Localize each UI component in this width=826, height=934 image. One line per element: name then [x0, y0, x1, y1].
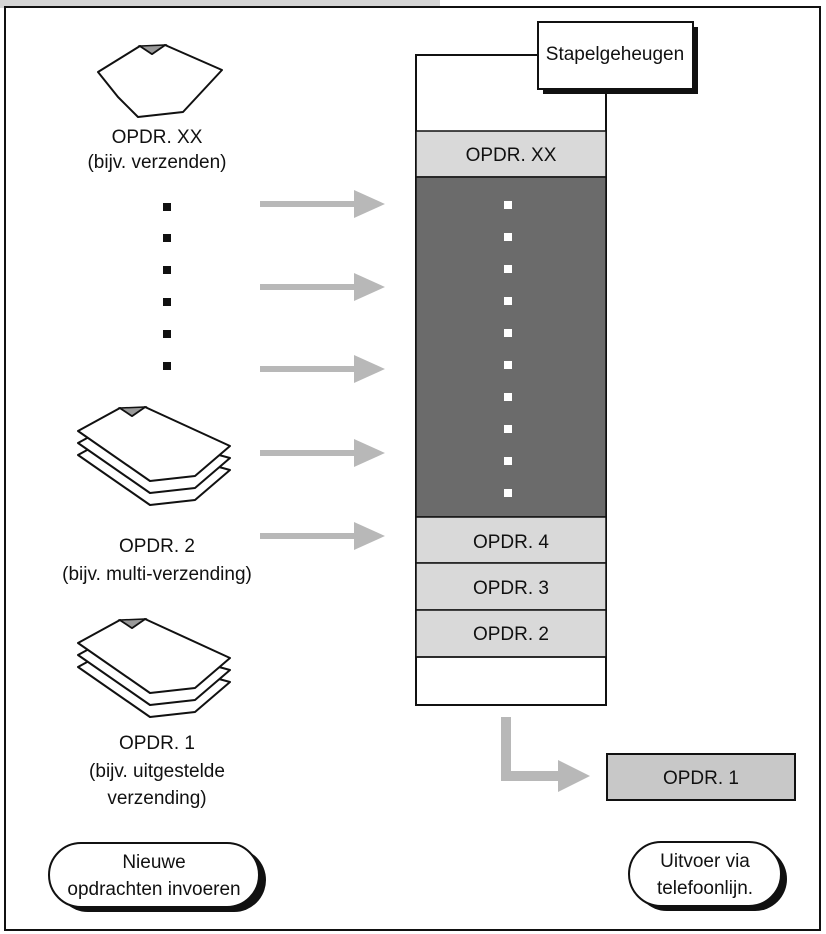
job-xx-name: OPDR. XX	[112, 127, 203, 148]
job-1-desc-line1: (bijv. uitgestelde	[89, 761, 225, 782]
job-2-name: OPDR. 2	[119, 536, 195, 557]
stack-slot-3-label: OPDR. 3	[473, 578, 549, 599]
frame-border	[4, 6, 821, 931]
job-1-desc-line2: verzending)	[107, 788, 206, 809]
output-job-box: OPDR. 1	[606, 753, 796, 801]
stack-ellipsis-dots	[504, 201, 512, 497]
stack-slot-4	[415, 516, 607, 564]
arrow-right-icon	[260, 273, 385, 301]
output-job-label: OPDR. 1	[663, 768, 739, 789]
stack-slot-3	[415, 562, 607, 611]
job-1-name: OPDR. 1	[119, 733, 195, 754]
output-phone-line1: Uitvoer via	[660, 851, 750, 872]
output-arrow	[501, 717, 590, 792]
stack-body	[415, 176, 607, 518]
output-phone-line2: telefoonlijn.	[657, 878, 753, 899]
stack-top-job: OPDR. XX	[466, 145, 557, 166]
stack-slot-2	[415, 609, 607, 658]
stack-slot-2-label: OPDR. 2	[473, 624, 549, 645]
stack-slot-4-label: OPDR. 4	[473, 532, 549, 553]
stacked-pages-icon	[77, 618, 231, 718]
stack-label-box: Stapelgeheugen	[537, 21, 698, 94]
stack-label: Stapelgeheugen	[546, 44, 684, 65]
job-xx-desc: (bijv. verzenden)	[87, 152, 226, 173]
stack-slot-top	[415, 130, 607, 178]
new-jobs-line2: opdrachten invoeren	[67, 879, 240, 900]
job-2-desc: (bijv. multi-verzending)	[62, 564, 252, 585]
stacked-pages-icon	[77, 406, 231, 506]
single-page-icon	[97, 44, 223, 118]
input-arrows	[260, 190, 385, 550]
arrow-right-icon	[260, 190, 385, 218]
new-jobs-line1: Nieuwe	[122, 852, 185, 873]
arrow-right-icon	[260, 522, 385, 550]
arrow-right-icon	[260, 355, 385, 383]
left-ellipsis-dots	[163, 203, 171, 370]
arrow-right-icon	[260, 439, 385, 467]
new-jobs-button[interactable]: Nieuwe opdrachten invoeren	[48, 842, 266, 912]
output-phone-button[interactable]: Uitvoer via telefoonlijn.	[628, 841, 787, 911]
